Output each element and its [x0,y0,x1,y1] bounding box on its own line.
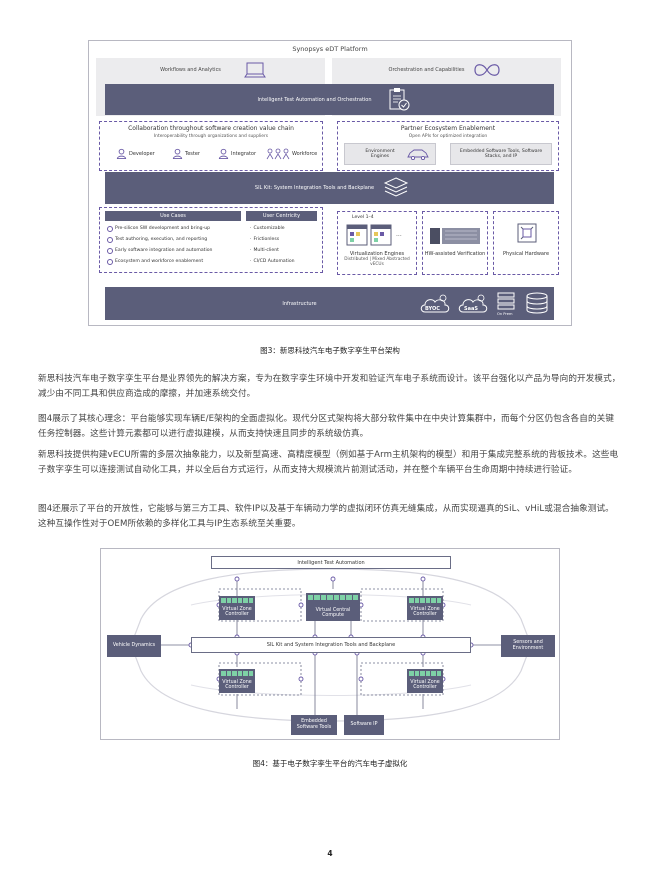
paragraph-2: 图4展示了其核心理念：平台能够实现车辆E/E架构的全面虚拟化。现代分区式架构将大… [38,414,615,439]
use-cases-box: Use Cases User Centricity Pre-silicon SW… [99,207,323,273]
sil-kit-bar: SIL Kit: System Integration Tools and Ba… [105,172,554,204]
use-case-icon [107,247,113,254]
role-developer: Developer [116,148,155,159]
vehicle-dynamics-box: Vehicle Dynamics [107,635,161,657]
use-case-icon [107,225,113,232]
virtual-zone-controller-bottom-right: Virtual Zone Controller [407,669,443,693]
role-integrator: Integrator [218,148,256,159]
software-ip-box: Software IP [344,715,384,735]
database-icon [526,292,548,314]
laptop-icon [244,62,266,78]
environment-engines-box: Environment Engines [344,143,436,165]
list-item: Pre-silicon SW development and bring-up [107,223,212,234]
list-item: Early software integration and automatio… [107,245,212,256]
vecu-windows-icon [346,224,392,246]
collaboration-box: Collaboration throughout software creati… [99,121,323,171]
paragraph-1: 新思科技汽车电子数字孪生平台是业界领先的解决方案，专为在数字孪生环境中开发和验证… [38,374,621,399]
layers-stack-icon [383,177,409,197]
server-rack-icon [430,228,480,244]
car-icon [407,149,429,160]
embedded-tools-box: Embedded Software Tools, Software Stacks… [450,143,552,165]
list-item: Test authoring, execution, and reporting [107,234,212,245]
figure-4-virtualization-diagram: Intelligent Test Automation Virtual Zone… [100,548,560,740]
virtualization-engines-box: Level 1–4 ... Virtualization Engines Dis… [337,211,417,275]
figure-3-platform-diagram: Synopsys eDT Platform Workflows and Anal… [88,40,572,326]
embedded-software-tools-box: Embedded Software Tools [291,715,337,735]
physical-hardware-box: Physical Hardware [493,211,559,275]
paragraph-4: 图4还展示了平台的开放性，它能够与第三方工具、软件IP以及基于车辆动力学的虚拟闭… [38,504,614,529]
user-centricity-header: User Centricity [246,211,317,221]
sil-kit-backplane-box: SIL Kit and System Integration Tools and… [191,637,471,653]
list-item: · CI/CD Automation [250,259,295,264]
circuit-board-icon [517,223,537,243]
figure-3-caption: 图3：新思科技汽车电子数字孪生平台架构 [260,346,400,355]
virtual-zone-controller-bottom-left: Virtual Zone Controller [219,669,255,693]
use-cases-list: Pre-silicon SW development and bring-up … [107,223,212,267]
paragraph-3: 新思科技提供构建vECU所需的多层次抽象能力，以及新型高速、高精度模型（例如基于… [38,450,619,475]
sensors-environment-box: Sensors and Environment [501,635,555,657]
page-number: 4 [327,849,333,858]
virtual-central-compute: Virtual Central Compute [306,593,360,621]
intelligent-test-automation-box: Intelligent Test Automation [211,556,451,569]
infrastructure-bar: Infrastructure BYOC SaaS On Prem [105,287,554,320]
developer-person-icon [116,148,127,159]
integrator-person-icon [218,148,229,159]
user-centricity-list: · Customizable · Frictionless · Multi-cl… [250,223,295,267]
platform-title: Synopsys eDT Platform [292,45,368,53]
clipboard-check-icon [389,88,410,111]
on-prem-server-icon [497,292,515,310]
list-item: · Multi-client [250,248,279,253]
use-cases-header: Use Cases [105,211,241,221]
saas-cloud-icon [458,294,488,313]
list-item: · Frictionless [250,237,280,242]
ita-bar: Intelligent Test Automation and Orchestr… [105,84,554,115]
figure-4-caption: 图4：基于电子数字孪生平台的汽车电子虚拟化 [252,759,408,768]
infinity-icon [474,64,500,76]
virtual-zone-controller-top-left: Virtual Zone Controller [219,596,255,620]
partner-ecosystem-box: Partner Ecosystem Enablement Open APIs f… [337,121,559,171]
use-case-icon [107,258,113,265]
workforce-group-icon [266,148,290,160]
list-item: Ecosystem and workforce enablement [107,256,212,267]
tester-person-icon [172,148,183,159]
role-workforce: Workforce [266,148,317,160]
hw-assisted-box: HW-assisted Verification [422,211,488,275]
list-item: · Customizable [250,226,285,231]
use-case-icon [107,236,113,243]
byoc-cloud-icon [420,294,450,313]
virtual-zone-controller-top-right: Virtual Zone Controller [407,596,443,620]
role-tester: Tester [172,148,200,159]
